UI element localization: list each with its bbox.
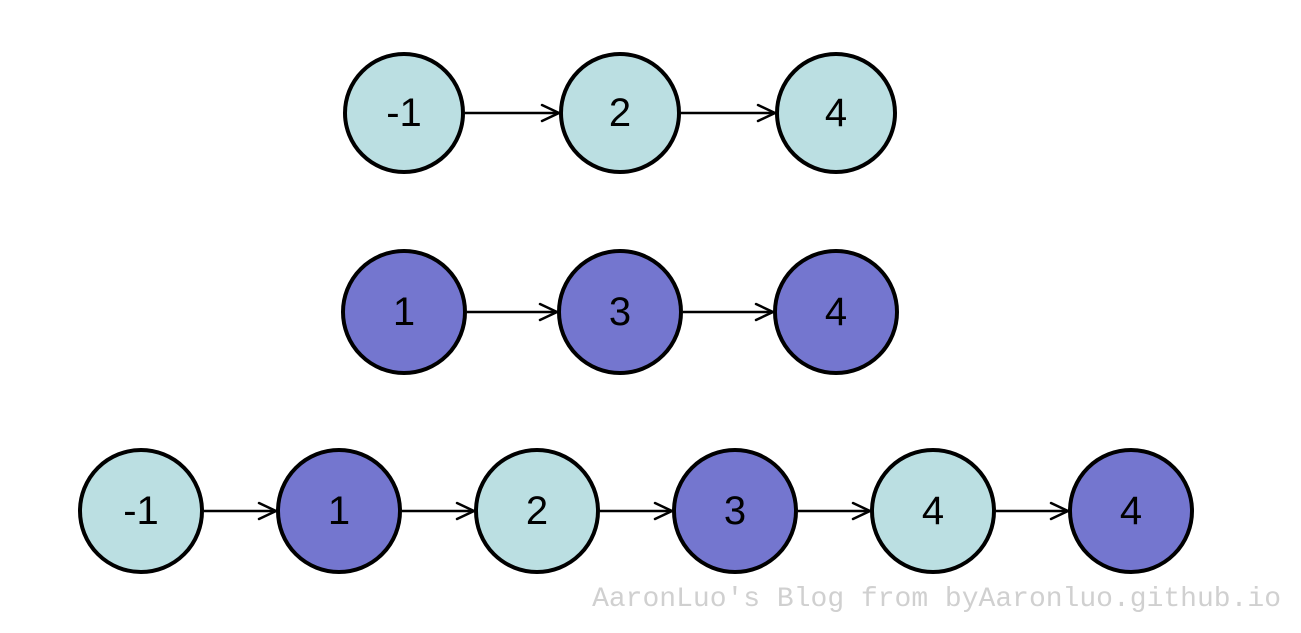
list-node xyxy=(1068,448,1194,574)
node-value: 2 xyxy=(526,489,548,533)
node-value: 1 xyxy=(328,489,350,533)
list-node xyxy=(870,448,996,574)
node-value: 3 xyxy=(609,290,631,334)
list-node xyxy=(343,52,465,174)
node-value: 4 xyxy=(922,489,944,533)
list-node xyxy=(557,249,683,375)
list-node xyxy=(341,249,467,375)
list-row-list-2: 1 3 4 xyxy=(341,249,899,375)
node-value: -1 xyxy=(123,489,159,533)
watermark-text: AaronLuo's Blog from byAaronluo.github.i… xyxy=(592,584,1281,615)
node-value: 4 xyxy=(825,91,847,135)
list-node xyxy=(672,448,798,574)
node-value: 2 xyxy=(609,91,631,135)
list-node xyxy=(78,448,204,574)
list-node xyxy=(276,448,402,574)
list-node xyxy=(559,52,681,174)
node-value: 3 xyxy=(724,489,746,533)
node-value: -1 xyxy=(386,91,422,135)
node-value: 4 xyxy=(825,290,847,334)
node-value: 4 xyxy=(1120,489,1142,533)
list-node xyxy=(773,249,899,375)
list-node xyxy=(775,52,897,174)
list-row-merged-list: -1 1 2 3 4 4 xyxy=(78,448,1194,574)
list-row-list-1: -1 2 4 xyxy=(343,52,897,174)
node-value: 1 xyxy=(393,290,415,334)
list-node xyxy=(474,448,600,574)
